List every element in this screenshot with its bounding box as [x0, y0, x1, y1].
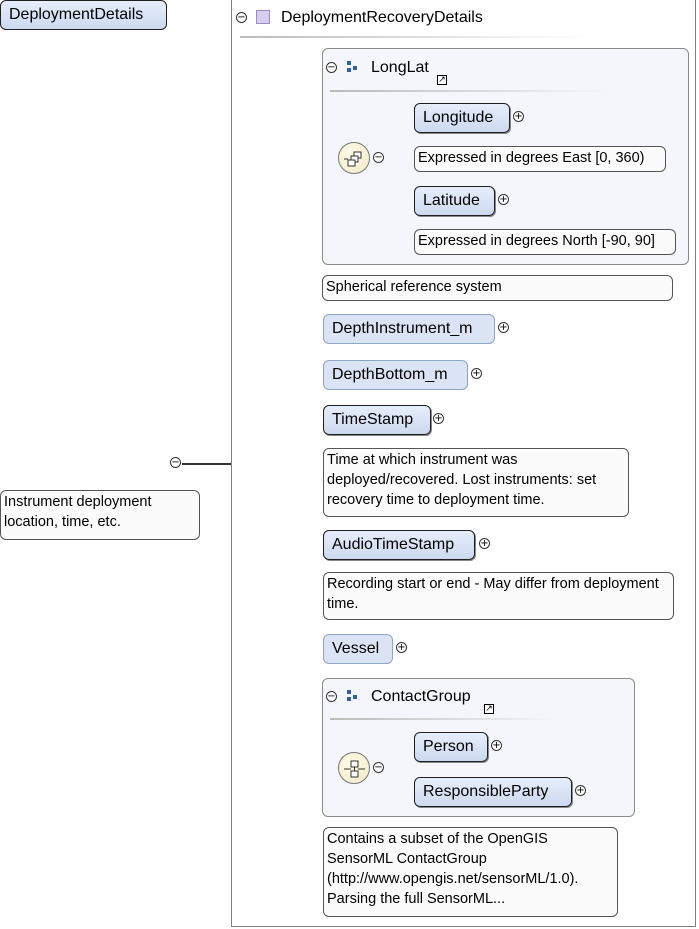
external-link-icon[interactable]: ↗ [437, 75, 447, 85]
element-vessel[interactable]: Vessel [323, 634, 393, 664]
annotation-text: Spherical reference system [326, 279, 502, 295]
annotation-text: Contains a subset of the OpenGIS SensorM… [327, 831, 579, 907]
element-label: ResponsibleParty [423, 783, 549, 800]
element-label: DeploymentDetails [9, 6, 144, 23]
annotation-timestamp: Time at which instrument was deployed/re… [323, 448, 629, 517]
complex-type-icon [256, 10, 270, 24]
element-label: Latitude [423, 192, 480, 209]
element-label: DepthInstrument_m [332, 320, 473, 337]
annotation-audio-timestamp: Recording start or end - May differ from… [323, 572, 674, 620]
element-responsible-party[interactable]: ResponsibleParty [414, 777, 572, 807]
plus-circle-icon[interactable]: + [471, 368, 482, 379]
element-label: DepthBottom_m [332, 366, 448, 383]
element-label: Vessel [332, 640, 380, 657]
annotation-longlat: Spherical reference system [322, 275, 673, 301]
complex-type-title: DeploymentRecoveryDetails [281, 9, 483, 26]
element-label: Person [423, 738, 474, 755]
group-icon [347, 690, 357, 701]
minus-circle-icon[interactable]: − [373, 152, 384, 163]
plus-circle-icon[interactable]: + [498, 322, 509, 333]
element-depth-bottom[interactable]: DepthBottom_m [323, 360, 468, 390]
plus-circle-icon[interactable]: + [491, 740, 502, 751]
plus-circle-icon[interactable]: + [513, 111, 524, 122]
element-label: AudioTimeStamp [332, 536, 455, 553]
plus-circle-icon[interactable]: + [479, 538, 490, 549]
annotation-contact-group: Contains a subset of the OpenGIS SensorM… [323, 827, 618, 917]
group-title-longlat: LongLat [371, 59, 429, 76]
sequence-compositor-icon[interactable] [338, 142, 370, 174]
choice-icon [344, 760, 365, 778]
divider [330, 90, 610, 92]
sequence-icon [344, 151, 362, 167]
element-label: Longitude [423, 109, 494, 126]
annotation-root: Instrument deployment location, time, et… [0, 490, 200, 540]
element-label: TimeStamp [332, 411, 414, 428]
plus-circle-icon[interactable]: + [575, 785, 586, 796]
group-title-contact-group: ContactGroup [371, 688, 471, 705]
plus-circle-icon[interactable]: + [498, 194, 509, 205]
element-depth-instrument[interactable]: DepthInstrument_m [323, 314, 495, 344]
minus-circle-icon[interactable]: − [373, 762, 384, 773]
element-latitude[interactable]: Latitude [414, 186, 495, 216]
choice-compositor-icon[interactable] [338, 752, 370, 784]
annotation-latitude: Expressed in degrees North [-90, 90] [414, 229, 676, 255]
divider [330, 718, 560, 720]
external-link-icon[interactable]: ↗ [484, 704, 494, 714]
group-icon [347, 61, 357, 72]
element-longitude[interactable]: Longitude [414, 103, 510, 133]
minus-circle-icon[interactable]: − [236, 12, 247, 23]
element-timestamp[interactable]: TimeStamp [323, 405, 431, 435]
annotation-text: Recording start or end - May differ from… [327, 576, 659, 612]
annotation-text: Instrument deployment location, time, et… [4, 494, 152, 530]
plus-circle-icon[interactable]: + [433, 413, 444, 424]
minus-circle-icon[interactable]: − [326, 691, 337, 702]
annotation-text: Time at which instrument was deployed/re… [327, 452, 597, 508]
plus-circle-icon[interactable]: + [396, 642, 407, 653]
minus-circle-icon[interactable]: − [170, 457, 181, 468]
element-person[interactable]: Person [414, 732, 488, 762]
annotation-longitude: Expressed in degrees East [0, 360) [414, 146, 666, 172]
annotation-text: Expressed in degrees North [-90, 90] [418, 233, 655, 249]
minus-circle-icon[interactable]: − [326, 62, 337, 73]
divider [240, 36, 590, 38]
root-element-deployment-details[interactable]: DeploymentDetails [0, 0, 167, 30]
element-audio-timestamp[interactable]: AudioTimeStamp [323, 530, 475, 560]
annotation-text: Expressed in degrees East [0, 360) [418, 150, 645, 166]
